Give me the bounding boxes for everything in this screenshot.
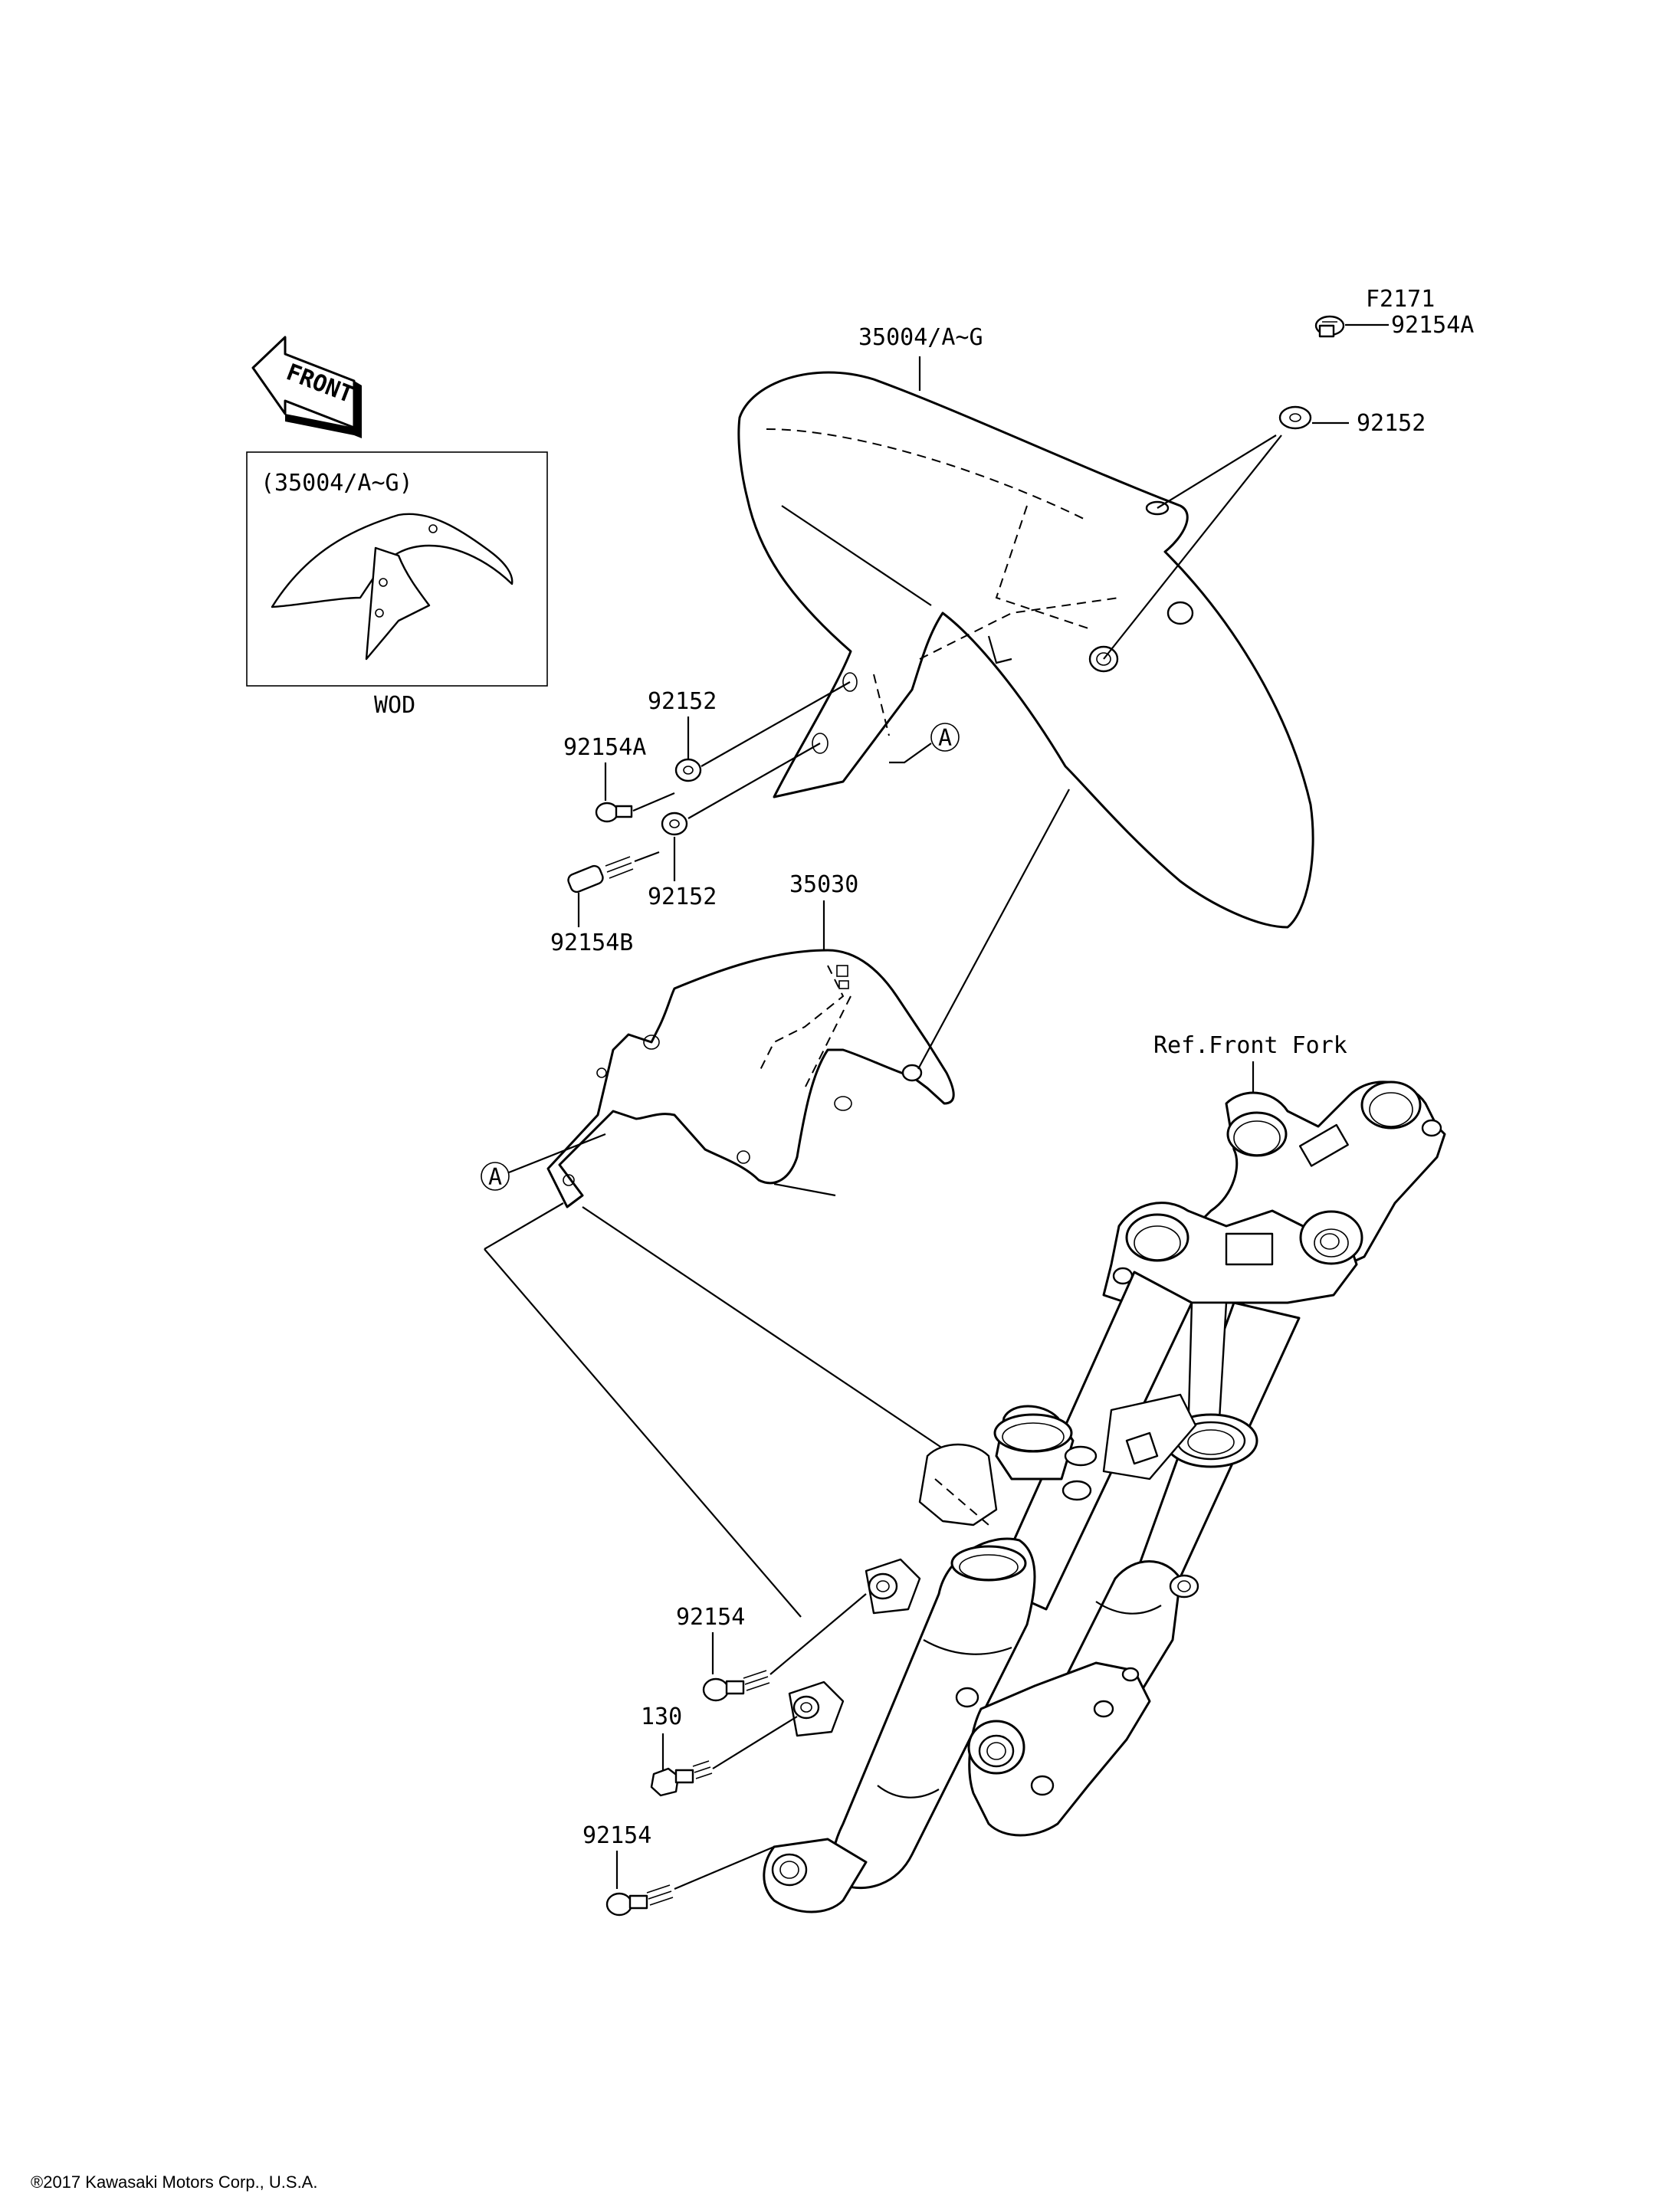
front-fork-assembly <box>763 1080 1446 1913</box>
callout-bolt-lower-1: 92154 <box>676 1604 745 1631</box>
callout-bolt-lower-2: 92154 <box>582 1822 651 1849</box>
bolt-92154a-left <box>595 802 633 823</box>
inner-fender-35030 <box>546 949 955 1208</box>
collar-92154b <box>567 856 634 894</box>
bolt-92154-lower-1 <box>702 1670 770 1702</box>
bolt-92154-lower-2 <box>605 1884 674 1917</box>
bolt-130 <box>650 1760 713 1797</box>
callout-inner-fender: 35030 <box>789 871 858 898</box>
callout-washer-top-right: 92152 <box>1357 410 1426 437</box>
callout-washer-left-lower: 92152 <box>648 884 717 910</box>
ref-a-upper: A <box>938 725 952 752</box>
washer-92152-left-upper <box>674 758 702 782</box>
ref-a-upper-circle <box>930 723 960 752</box>
washer-92152-left-lower <box>661 812 688 836</box>
callout-washer-left-upper: 92152 <box>648 688 717 715</box>
inset-box: (35004/A~G) WOD <box>246 451 548 719</box>
inset-caption: WOD <box>374 692 415 719</box>
callout-bolt-left: 92154A <box>563 734 646 761</box>
bolt-92154a-top-right <box>1314 315 1345 338</box>
callout-bolt-130: 130 <box>641 1703 682 1730</box>
ref-a-lower: A <box>488 1164 502 1191</box>
front-arrow-icon: FRONT <box>251 336 362 438</box>
callout-ref-fork: Ref.Front Fork <box>1153 1032 1347 1059</box>
callout-collar-left: 92154B <box>550 930 633 956</box>
callout-bolt-top-right: 92154A <box>1391 312 1474 339</box>
washer-92152-top-right <box>1278 405 1312 430</box>
inset-title: (35004/A~G) <box>261 470 413 497</box>
ref-a-lower-circle <box>481 1162 510 1191</box>
copyright-notice: ®2017 Kawasaki Motors Corp., U.S.A. <box>31 2172 317 2192</box>
inset-fender-icon <box>271 513 514 661</box>
front-fender-35004 <box>737 371 1314 929</box>
callout-fender: 35004/A~G <box>858 324 983 351</box>
figure-id: F2171 <box>1366 286 1435 313</box>
